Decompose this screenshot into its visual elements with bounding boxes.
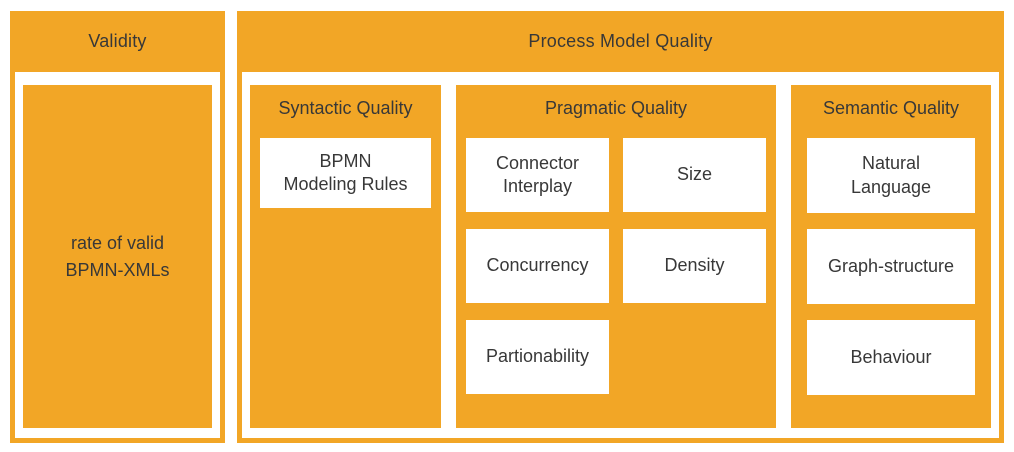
density-box: Density bbox=[623, 229, 766, 303]
syntactic-quality-title: Syntactic Quality bbox=[278, 98, 413, 118]
process-model-quality-body: Syntactic Quality BPMN Modeling Rules Pr… bbox=[237, 72, 1004, 443]
partionability-box: Partionability bbox=[466, 320, 609, 394]
pragmatic-quality-title: Pragmatic Quality bbox=[544, 98, 688, 118]
process-model-quality-section: Process Model Quality Syntactic Quality … bbox=[237, 11, 1004, 443]
semantic-items-stack: Natural Language Graph-structure Behavio… bbox=[801, 138, 981, 395]
graph-structure-box: Graph-structure bbox=[807, 229, 975, 304]
connector-interplay-box: Connector Interplay bbox=[466, 138, 609, 212]
size-box: Size bbox=[623, 138, 766, 212]
concurrency-box: Concurrency bbox=[466, 229, 609, 303]
pragmatic-quality-box: Pragmatic Quality Connector Interplay Si… bbox=[456, 85, 776, 428]
validity-section: Validity rate of valid BPMN-XMLs bbox=[10, 11, 225, 443]
pragmatic-items-grid: Connector Interplay Size Concurrency Den… bbox=[466, 138, 766, 394]
semantic-quality-box: Semantic Quality Natural Language Graph-… bbox=[791, 85, 991, 428]
behaviour-box: Behaviour bbox=[807, 320, 975, 395]
process-model-quality-title: Process Model Quality bbox=[237, 11, 1004, 72]
natural-language-box: Natural Language bbox=[807, 138, 975, 213]
validity-body: rate of valid BPMN-XMLs bbox=[10, 72, 225, 443]
validity-title: Validity bbox=[10, 11, 225, 72]
bpmn-modeling-rules-box: BPMN Modeling Rules bbox=[260, 138, 431, 208]
semantic-quality-title: Semantic Quality bbox=[822, 98, 960, 118]
syntactic-quality-box: Syntactic Quality BPMN Modeling Rules bbox=[250, 85, 441, 428]
rate-of-valid-bpmn-xmls-box: rate of valid BPMN-XMLs bbox=[23, 85, 212, 428]
